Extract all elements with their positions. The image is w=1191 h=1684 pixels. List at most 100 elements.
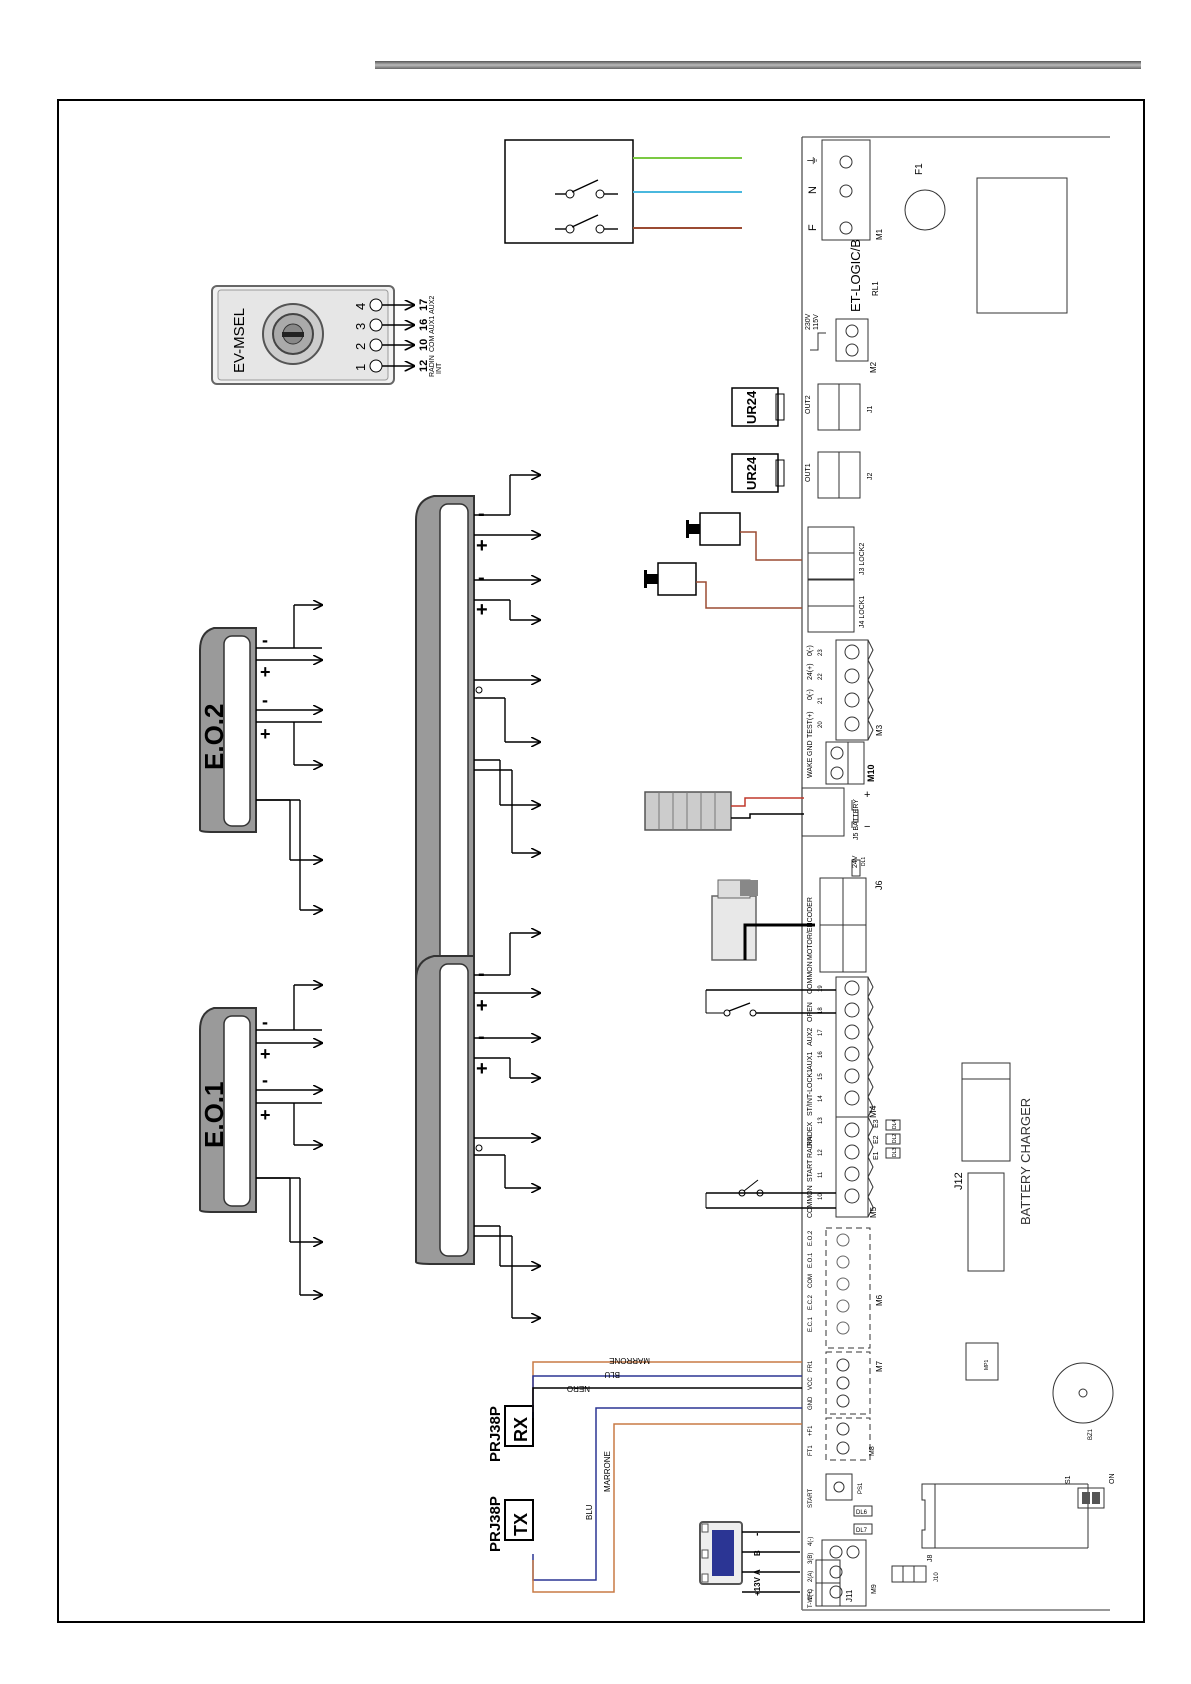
- leds-dl6-dl7: DL6 DL7: [853, 1505, 873, 1535]
- ur24-module-bottom: UR24: [731, 453, 785, 493]
- m6-label-ec2: E.C.2: [808, 1294, 814, 1310]
- terminal-m2: 230V 115V M2: [805, 313, 878, 373]
- selector-num-3: 3: [353, 323, 368, 330]
- twfc-label: T-WFC: [808, 1588, 814, 1608]
- relay-rl1: RL1: [871, 281, 880, 296]
- s1-on-label: ON: [1109, 1474, 1116, 1485]
- terminal-m10-label: M10: [866, 764, 876, 782]
- selector-term-17: 17: [418, 299, 430, 311]
- control-board: F N ⏚ M1 F1 ET-LOGIC/B RL1 230V 115V M2 …: [801, 136, 1116, 1611]
- dip-switch-s1[interactable]: S1 ON: [1065, 1474, 1116, 1509]
- m4-label-radex: RADEX: [807, 1122, 814, 1146]
- terminal-m6-label: M6: [875, 1294, 884, 1306]
- connector-j1: OUT2 J1: [805, 383, 874, 431]
- m4-label-aux2: AUX2: [807, 1028, 814, 1046]
- ps1-label: PS1: [858, 1482, 864, 1494]
- ev-msel-selector: EV-MSEL 1 2 3 4 12 10 16 17 RADIN COM AU…: [211, 285, 443, 385]
- open-pushbutton: [705, 989, 836, 1017]
- dl7-label: DL7: [856, 1528, 868, 1534]
- m4-num-15: 15: [818, 1073, 824, 1080]
- bz1-label: BZ1: [1088, 1428, 1094, 1440]
- sensor-upper-right: - + - +: [415, 475, 540, 1003]
- kp-label-13v: +13V A: [753, 1569, 762, 1596]
- sensor-eo2: E.O.2 - + - +: [199, 605, 322, 910]
- j8-label: J8: [927, 1555, 934, 1563]
- m3-label-0a: 0(-): [807, 689, 814, 700]
- s1-label: S1: [1065, 1475, 1072, 1484]
- svg-text:-: -: [262, 690, 268, 710]
- header-bar: [375, 61, 1141, 69]
- m5-label-radin: RADIN: [807, 1136, 814, 1158]
- m5-num-11: 11: [818, 1171, 824, 1178]
- m3-num-20: 20: [818, 721, 824, 728]
- terminal-m8-label: M8: [869, 1446, 876, 1456]
- wire-marrone-label: MARRONE: [609, 1356, 650, 1365]
- svg-text:-: -: [262, 1012, 268, 1032]
- out1-label: OUT1: [805, 463, 812, 482]
- m3-label-24: 24(+): [807, 663, 814, 680]
- m4-num-18: 18: [818, 1007, 824, 1014]
- connector-j11: T-WFC J11: [808, 1559, 854, 1608]
- m9-label-2: 2(A): [808, 1571, 814, 1582]
- j2-label: J2: [867, 473, 874, 481]
- m8-label-ft1: FT1: [808, 1445, 814, 1456]
- dl2-label: DL2: [892, 1134, 898, 1143]
- ps1-button[interactable]: PS1: [825, 1473, 864, 1501]
- e3-label: E3: [873, 1119, 880, 1128]
- eo1-label: E.O.1: [199, 1082, 229, 1148]
- m5-label-start: START: [807, 1159, 814, 1182]
- connector-j8: J8: [921, 1483, 1089, 1563]
- svg-text:-: -: [262, 1070, 268, 1090]
- connector-j10: J10: [891, 1565, 940, 1583]
- svg-text:+: +: [476, 995, 488, 1017]
- m2-label-115: 115V: [813, 314, 820, 330]
- keypad-device: +13V A B -: [699, 1521, 800, 1596]
- m6-label-eo1: E.O.1: [808, 1252, 814, 1268]
- selector-int: INT: [436, 362, 443, 374]
- motor-encoder-label: MOTOR/ENCODER: [807, 897, 814, 960]
- kp-label-minus: -: [752, 1533, 763, 1536]
- m4-num-17: 17: [818, 1029, 824, 1036]
- selector-term-16: 16: [418, 319, 430, 331]
- battery-plus: +: [864, 789, 870, 801]
- selector-name-radin: RADIN: [429, 355, 436, 377]
- mp1-label: MP1: [984, 1360, 990, 1371]
- wire-blu2-label: BLU: [585, 1504, 594, 1520]
- svg-text:+: +: [260, 1105, 271, 1125]
- svg-text:-: -: [478, 503, 485, 525]
- svg-text:+: +: [260, 724, 271, 744]
- lock2-solenoid: [686, 512, 802, 561]
- connector-j5-battery: J5 BATTERY + −: [801, 787, 870, 840]
- m10-label-wake: WAKE: [807, 757, 814, 778]
- kp-label-b: B: [753, 1550, 762, 1556]
- out2-label: OUT2: [805, 395, 812, 414]
- m1-label-f: F: [807, 224, 819, 231]
- fuse-f1: [904, 189, 946, 231]
- terminal-m7-label: M7: [875, 1360, 884, 1372]
- battery-pack: [644, 791, 804, 831]
- prj-tx-label: PRJ38P: [487, 1496, 504, 1552]
- tx-label: TX: [511, 1513, 531, 1536]
- m4-num-14: 14: [818, 1095, 824, 1102]
- buzzer-bz1: [1052, 1362, 1114, 1424]
- m5-label-common: COMMON: [807, 1185, 814, 1218]
- svg-text:+: +: [476, 1058, 488, 1080]
- terminal-m4: OPEN COMMON AUX2 AUX1 ST/INT-LOCK1 RADEX…: [807, 961, 878, 1146]
- terminal-m3: TEST(+) 0(-) 24(+) 0(-) 20 21 22 23 M3: [807, 639, 884, 741]
- selector-num-1: 1: [353, 364, 368, 371]
- m3-label-test: TEST(+): [807, 711, 814, 738]
- lock1-label: J4 LOCK1: [859, 596, 866, 628]
- selector-term-12: 12: [418, 360, 430, 372]
- terminal-m2-label: M2: [869, 361, 878, 373]
- lock1-solenoid: [644, 562, 802, 609]
- selector-num-4: 4: [353, 303, 368, 310]
- wire-marrone2-label: MARRONE: [603, 1451, 612, 1492]
- j1-label: J1: [867, 406, 874, 414]
- ur24-top-label: UR24: [744, 390, 759, 424]
- j6-label: J6: [874, 880, 884, 890]
- photocell-tx: TX PRJ38P BLU MARRONE: [487, 1407, 802, 1593]
- svg-text:-: -: [478, 963, 485, 985]
- m6-label-eo2: E.O.2: [808, 1230, 814, 1246]
- fuse-f1-label: F1: [914, 163, 925, 175]
- m4-num-16: 16: [818, 1051, 824, 1058]
